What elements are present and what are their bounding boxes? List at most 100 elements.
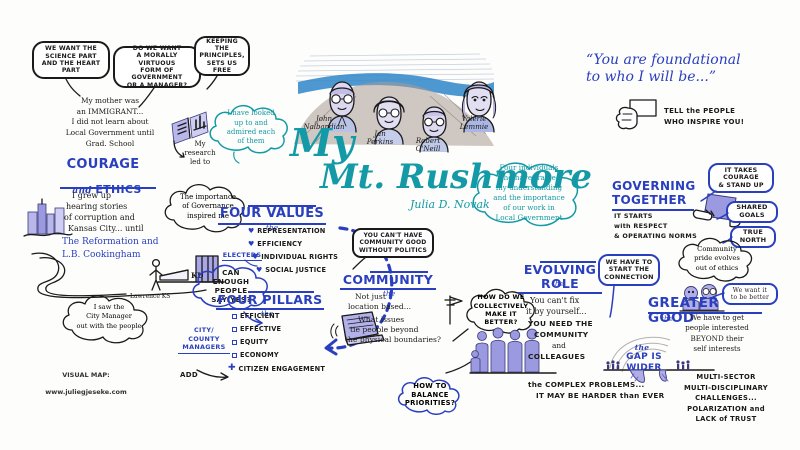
heading-evolving-role-the: the [551,279,565,288]
story-grew-up-4: Kansas City... until [68,224,144,233]
bubble-courage-stand-up-text: IT TAKES COURAGE & STAND UP [718,166,764,189]
cloud-can-enough-people: CAN ENOUGH PEOPLE SAY YES? [188,258,274,314]
bubble-start-connection-text: WE HAVE to START the CONNECTION [604,257,654,281]
heading-community-the: the [382,289,396,298]
square-bullet-icon [232,313,237,319]
quote-foundational: “You are foundational to who I will be..… [586,52,741,85]
two-people-icon [679,284,725,312]
visual-map-credit-url[interactable]: www.juliegjeseke.com [45,388,127,397]
pillar-item-3: ECONOMY [232,351,279,359]
heading-community-title: COMMUNITY [342,272,434,287]
heading-governing-together-line1: GOVERNING [612,179,696,193]
heading-evolving-rule-bottom [518,292,602,294]
note-tell-the-people: TELL the PEOPLE WHO INSPIRE YOU! [664,107,745,126]
bubble-start-connection: WE HAVE to START the CONNECTION [598,254,660,286]
label-lawrence-ks: Lawrence KS [130,293,171,300]
square-bullet-icon [232,352,237,358]
heart-bullet-icon: ♥ [248,226,255,235]
square-bullet-icon [232,326,237,332]
bubble-community-good-tail [352,256,367,270]
heading-greater-good-title: GREATER GOOD [648,295,720,326]
pillar-item-2: EQUITY [232,338,268,346]
greater-good-challenges: MULTI-SECTOR MULTI-DISCIPLINARY CHALLENG… [683,373,769,424]
story-grew-up-3: of corruption and [64,213,135,222]
evolving-body-1: You can't fix [530,296,580,305]
heading-four-values-rule-top [248,205,316,207]
value-item-2-label: INDIVIDUAL RIGHTS [261,253,339,261]
evolving-body-3: YOU NEED THE [528,319,593,328]
bubble-shared-goals-text: SHARED GOALS [736,203,768,219]
portrait-label-john-nalbandian: John Nalbandian [303,115,345,131]
electeds-connector [244,259,258,267]
winding-road [31,252,207,299]
research-book-icon [171,111,209,145]
heading-community-rule-top [370,271,428,273]
bubble-shared-goals: SHARED GOALS [726,201,778,223]
heading-evolving-role-line1: EVOLVING [523,262,597,277]
group-of-people-illustration [469,327,557,374]
bubble-morally-virtuous-tail [138,87,155,108]
heading-community-rule-bottom [340,288,436,290]
value-item-0: ♥ REPRESENTATION [248,227,326,235]
pillar-item-citizen-engagement: ✚ CITIZEN ENGAGEMENT [228,364,325,373]
story-grew-up-6: L.B. Cookingham [62,250,141,260]
evolving-body-2: it by yourself... [526,307,587,316]
heart-bullet-icon: ♥ [248,239,255,248]
plus-bullet-icon: ✚ [228,363,236,373]
greater-good-body: We have to get people interested BEYOND … [685,313,749,354]
bubble-courage-tail [700,190,717,202]
portrait-label-robert-oneill: Robert O'Neill [415,137,441,153]
pillar-item-citizen-engagement-label: CITIZEN ENGAGEMENT [238,364,326,373]
visual-map-credit-label: VISUAL MAP: [62,370,110,379]
pillar-item-0: EFFICIENT [232,312,280,320]
cloud-collectively-tail [452,328,469,342]
community-body-3: What issues [358,315,405,324]
cloud-can-enough-people-text: CAN ENOUGH PEOPLE SAY YES? [211,268,251,304]
visual-map-credit: VISUAL MAP: www.juliegjeseke.com [16,362,156,406]
evolving-body-5: and [552,341,566,350]
label-city-county-managers: CITY/ COUNTY MANAGERS [178,326,230,354]
can-enough-tail [243,311,263,327]
gap-label-gap-is: GAP IS [626,352,662,362]
heading-evolving-rule-top [540,261,596,263]
story-grew-up-5: The Reformation and [62,237,159,247]
label-ku: KU [191,271,204,280]
heading-four-pillars-rule-top [248,291,314,293]
cloud-can-enough-people-shape [192,264,268,310]
research-arrow [173,140,185,158]
bubble-we-want-better-tail [712,292,725,298]
gap-label-the: the [634,343,650,352]
portrait-valerie-lemmie [461,81,497,133]
gap-label-wider: WIDER [626,363,662,373]
bubble-we-want-better-text: We want it to be better [730,286,770,301]
pillar-item-3-label: ECONOMY [240,351,279,359]
gap-is-wider-illustration [603,336,715,383]
bubble-community-good-text: YOU CAN'T HAVE COMMUNITY GOOD WITHOUT PO… [358,232,428,254]
portrait-robert-oneill [419,106,449,153]
heart-bullet-icon: ♥ [256,265,263,274]
person-walking-icon [149,258,163,291]
bubble-courage-stand-up: IT TAKES COURAGE & STAND UP [708,163,774,193]
bubble-science-heart: We want the SCIENCE PART and THE HEART P… [32,41,110,79]
community-body-2: location based... [348,302,412,311]
portrait-label-valerie-lemmie: Valerie Lemmie [459,115,489,131]
byline-author: Julia D. Novak [410,198,490,211]
value-item-0-label: REPRESENTATION [257,227,326,235]
pillar-item-1: EFFECTIVE [232,325,281,333]
heading-four-pillars-title: FOUR PILLARS [217,292,323,307]
cloud-community-pride-text: Community pride evolves out of ethics [694,245,740,272]
community-body-1: Not just [355,292,386,301]
label-electeds: ELECTEDS [222,251,262,261]
heading-governing-rule [612,209,694,211]
cloud-community-pride-shape [678,237,753,282]
heading-governing-together-line2: TOGETHER [612,193,687,207]
pillar-item-0-label: EFFICIENT [240,312,280,320]
square-bullet-icon [232,339,237,345]
bubble-principles-free: KEEPING THE PRINCIPLES, SETS US FREE [194,36,250,76]
heading-four-pillars-rule-bottom [216,308,324,310]
evolving-footer-2: IT MAY BE HARDER than EVER [536,391,665,400]
bubble-science-heart-tail [65,78,81,97]
title-mt-rushmore: Mt. Rushmore [320,157,593,197]
laptop-icon [330,311,385,346]
heading-evolving-role-line2: ROLE [541,276,579,291]
